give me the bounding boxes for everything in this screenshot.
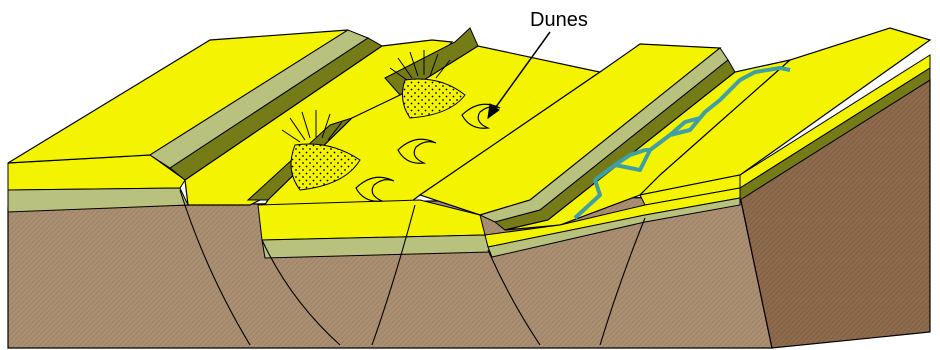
dunes-label: Dunes — [530, 9, 588, 31]
